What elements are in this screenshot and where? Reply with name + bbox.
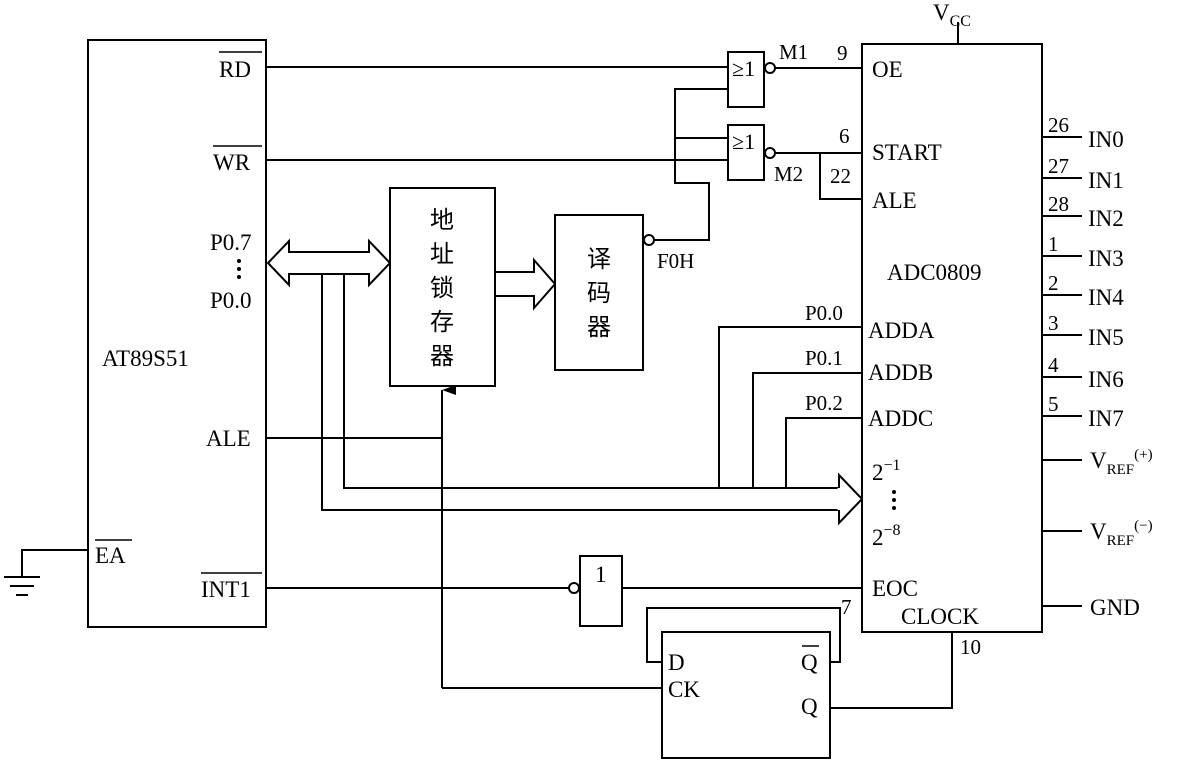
- analog-inputs: 26 27 28 1 2 3 4 5 IN0 IN1 IN2 IN3 IN4 I…: [1042, 113, 1153, 620]
- input-pin-number: 27: [1048, 154, 1069, 178]
- ellipsis-dot: [237, 267, 241, 271]
- input-pin-number: 4: [1048, 353, 1059, 377]
- ff-q-label: Q: [801, 694, 818, 719]
- gnd-label: GND: [1090, 595, 1140, 620]
- input-pin-number: 26: [1048, 113, 1069, 137]
- mcu-pin-rd: RD: [219, 57, 251, 82]
- d-flipflop: D CK Q Q: [661, 631, 831, 759]
- pin-number: 6: [839, 124, 850, 148]
- mcu-pin-p07: P0.7: [210, 230, 252, 255]
- gate-symbol: ≥1: [732, 56, 755, 81]
- ale-wire: [819, 153, 862, 200]
- ground-symbol: [4, 549, 88, 596]
- decoder-label-char: 码: [587, 279, 611, 307]
- input-pin-number: 5: [1048, 392, 1059, 416]
- adc-pin-oe: OE: [872, 57, 903, 82]
- decoder: 译 码 器 F0H: [554, 214, 694, 371]
- mcu-pin-ea: EA: [95, 543, 126, 568]
- decoder-output-bubble: [643, 234, 655, 246]
- latch-label-char: 址: [430, 240, 454, 268]
- decoder-body: [554, 214, 644, 371]
- input-name: IN2: [1088, 206, 1124, 231]
- input-pin-number: 2: [1048, 271, 1059, 295]
- mcu-pin-int1: INT1: [201, 577, 251, 602]
- q-to-clock-wire: [830, 632, 953, 709]
- latch-label-char: 地: [430, 206, 454, 234]
- inverter-gate: 1: [568, 555, 623, 627]
- nor-gate-1: ≥1 M1: [727, 40, 808, 108]
- adc-pin-ale: ALE: [872, 188, 917, 213]
- address-latch: 地 址 锁 存 器: [389, 187, 496, 387]
- ff-d-label: D: [668, 650, 685, 675]
- adc-name: ADC0809: [887, 260, 982, 285]
- input-pin-number: 1: [1048, 232, 1059, 256]
- mcu-chip: AT89S51 RD WR P0.7 P0.0 ALE EA INT1: [87, 39, 267, 628]
- input-pin-number: 28: [1048, 192, 1069, 216]
- adc-pin-eoc: EOC: [872, 576, 918, 601]
- data-bus: [266, 238, 864, 526]
- addr-label: P0.1: [805, 346, 843, 370]
- adc-pin-clock: CLOCK: [901, 604, 979, 629]
- gate-symbol: 1: [595, 562, 607, 587]
- adc-chip: VCC ADC0809 OE START ALE ADDA ADDB ADDC …: [830, 0, 1043, 659]
- vref-neg-label: VREF(−): [1090, 518, 1153, 549]
- gate-symbol: ≥1: [732, 129, 755, 154]
- mcu-body: [87, 39, 267, 628]
- addr-label: P0.0: [805, 301, 843, 325]
- ellipsis-dot: [237, 259, 241, 263]
- ff-ck-label: CK: [668, 677, 700, 702]
- ff-qbar-label: Q: [801, 650, 818, 675]
- input-name: IN5: [1088, 325, 1124, 350]
- adc-pin-adda: ADDA: [868, 318, 935, 343]
- address-lines: P0.0 P0.1 P0.2: [718, 301, 862, 488]
- adc-pin-addb: ADDB: [868, 360, 933, 385]
- input-name: IN7: [1088, 406, 1124, 431]
- flipflop-body: [661, 631, 831, 759]
- ellipsis-dot: [892, 498, 896, 502]
- gate-output-label: M1: [779, 40, 808, 64]
- ellipsis-dot: [237, 275, 241, 279]
- latch-label-char: 器: [430, 342, 454, 370]
- pin-number: 22: [830, 164, 851, 188]
- input-name: IN6: [1088, 367, 1124, 392]
- pin-number: 7: [841, 595, 852, 619]
- mcu-pin-ale: ALE: [206, 426, 251, 451]
- latch-label-char: 存: [430, 308, 454, 336]
- vref-pos-label: VREF(+): [1090, 447, 1153, 478]
- adc-pin-start: START: [872, 140, 942, 165]
- adc-data-lsb: 2−8: [872, 522, 901, 550]
- mcu-name: AT89S51: [102, 346, 189, 371]
- adc-data-msb: 2−1: [872, 457, 901, 485]
- input-name: IN1: [1088, 168, 1124, 193]
- ellipsis-dot: [892, 490, 896, 494]
- input-name: IN3: [1088, 246, 1124, 271]
- pin-number: 9: [837, 41, 848, 65]
- input-name: IN4: [1088, 285, 1124, 310]
- nor-gate-2: ≥1 M2: [727, 124, 803, 186]
- input-name: IN0: [1088, 127, 1124, 152]
- adc-pin-addc: ADDC: [868, 406, 933, 431]
- ff-feedback-wire: [646, 607, 841, 663]
- input-pin-number: 3: [1048, 311, 1059, 335]
- decoder-output-label: F0H: [657, 249, 694, 273]
- latch-label-char: 锁: [430, 274, 454, 302]
- gate-output-label: M2: [774, 162, 803, 186]
- mcu-pin-wr: WR: [213, 150, 251, 175]
- mcu-pin-p00: P0.0: [210, 288, 252, 313]
- addr-label: P0.2: [805, 391, 843, 415]
- vcc-label: VCC: [933, 0, 971, 30]
- decoder-output-wires: [654, 88, 728, 241]
- decoder-label-char: 器: [587, 313, 611, 341]
- decoder-label-char: 译: [587, 245, 611, 273]
- pin-number: 10: [960, 635, 981, 659]
- ellipsis-dot: [892, 506, 896, 510]
